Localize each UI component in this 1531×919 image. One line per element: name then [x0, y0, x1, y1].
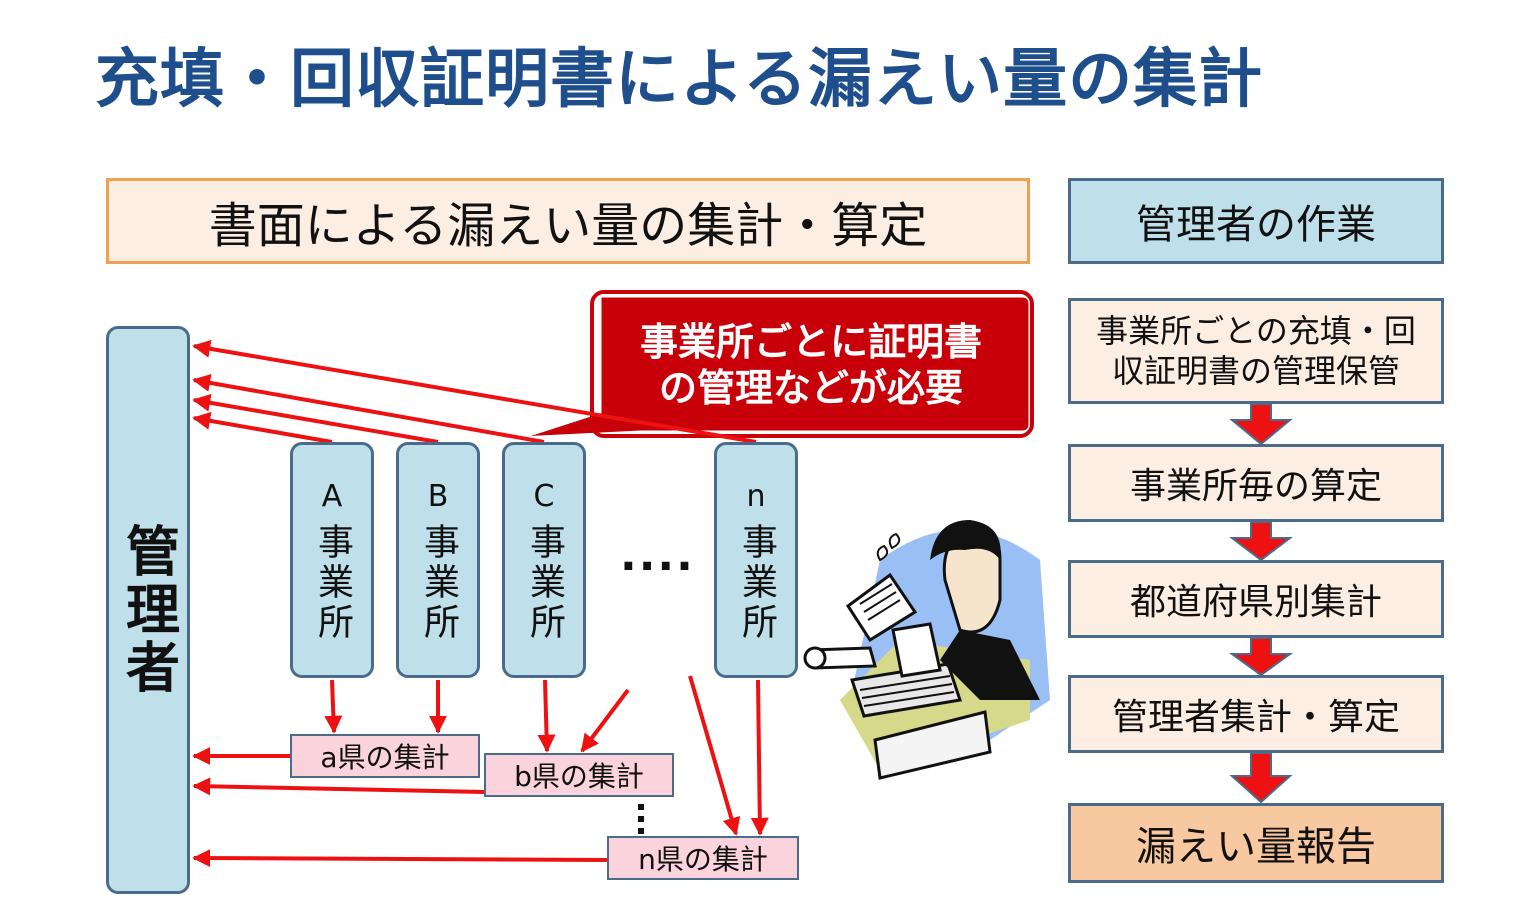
prefecture-n-total: n県の集計 [607, 836, 799, 880]
office-b: B 事業所 [396, 442, 480, 678]
arrow-office-a-to-manager [192, 411, 333, 444]
office-ellipsis: .... [620, 530, 695, 581]
arrow-office-n-to-pref-n [750, 679, 769, 836]
arrow-pref-n-to-manager [192, 849, 608, 868]
arrow-office-n-to-manager [192, 339, 757, 444]
callout-text: 事業所ごとに証明書 の管理などが必要 [596, 300, 1026, 430]
prefecture-b-total: b県の集計 [484, 753, 674, 797]
arrow-office-a-to-pref-a [324, 679, 343, 734]
down-arrow-3 [1228, 637, 1294, 677]
step-leak-report: 漏えい量報告 [1068, 803, 1444, 883]
prefecture-a-total: a県の集計 [290, 734, 480, 778]
step-manager-totals: 管理者集計・算定 [1068, 675, 1444, 753]
worried-clerk-illustration [803, 520, 1050, 780]
down-arrow-2 [1229, 521, 1293, 562]
office-letter: C [533, 479, 555, 514]
office-label: 事業所 [524, 523, 565, 643]
step-1-line-1: 事業所ごとの充填・回 [1096, 312, 1416, 350]
down-arrow-1 [1229, 403, 1293, 446]
arrow-office-c-to-pref-b [537, 679, 556, 753]
arrow-extra-to-pref-b [580, 688, 630, 753]
admin-tasks-label: 管理者の作業 [1136, 202, 1376, 248]
down-arrow-4 [1229, 752, 1293, 804]
admin-tasks-header: 管理者の作業 [1068, 178, 1444, 264]
office-letter: n [746, 479, 766, 514]
arrow-office-b-to-manager [192, 393, 439, 444]
step-prefecture-totals: 都道府県別集計 [1068, 560, 1444, 638]
office-letter: A [321, 479, 343, 514]
office-letter: B [427, 479, 449, 514]
page-title: 充填・回収証明書による漏えい量の集計 [95, 43, 1264, 117]
office-a: A 事業所 [290, 442, 374, 678]
office-label: 事業所 [736, 523, 777, 643]
section-title-box: 書面による漏えい量の集計・算定 [106, 178, 1030, 264]
step-1-line-2: 収証明書の管理保管 [1111, 352, 1400, 390]
manager-column: 管理者 [106, 326, 190, 894]
callout-line-1: 事業所ごとに証明書 [639, 320, 982, 364]
callout-bubble [519, 290, 1034, 440]
arrow-office-c-to-manager [192, 373, 545, 444]
manager-label: 管理者 [116, 523, 180, 697]
step-certificate-management: 事業所ごとの充填・回 収証明書の管理保管 [1068, 298, 1444, 404]
arrow-extra-to-pref-n [688, 675, 741, 836]
office-label: 事業所 [312, 523, 353, 643]
office-label: 事業所 [418, 523, 459, 643]
arrow-pref-b-to-manager [192, 777, 485, 796]
callout-line-2: の管理などが必要 [658, 366, 963, 410]
step-office-calculation: 事業所毎の算定 [1068, 444, 1444, 522]
vertical-ellipsis [638, 804, 644, 834]
office-c: C 事業所 [502, 442, 586, 678]
office-n: n 事業所 [714, 442, 798, 678]
section-title: 書面による漏えい量の集計・算定 [208, 198, 928, 254]
